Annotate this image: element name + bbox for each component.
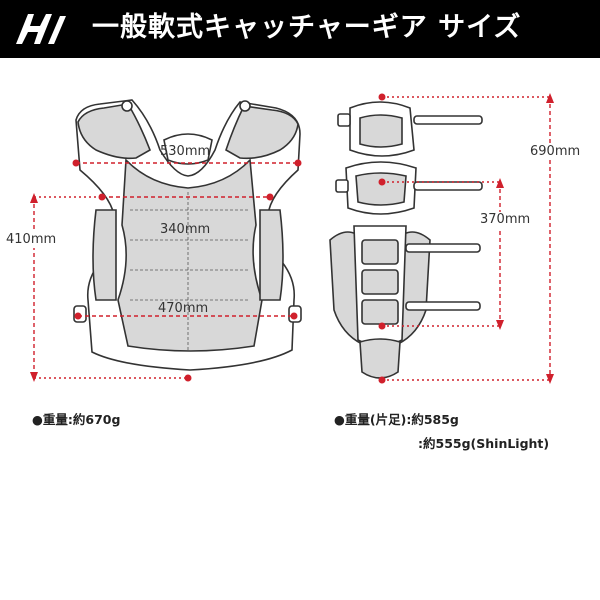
leg-height-total-label: 690mm (530, 144, 581, 160)
chest-width-middle-label: 340mm (160, 222, 211, 237)
leg-dimension-endpoints (378, 93, 554, 384)
chest-stitching (130, 192, 250, 350)
page-title: 一般軟式キャッチャーギア サイズ (92, 12, 522, 43)
leg-weight-text: ●重量(片足):約585g (334, 412, 459, 427)
chest-height-label: 410mm (6, 232, 57, 248)
chest-dimension-endpoints (30, 159, 302, 382)
leg-guard-illustration (329, 101, 483, 379)
chest-width-top-label: 530mm (160, 144, 211, 159)
leg-height-inner-label: 370mm (480, 212, 531, 228)
chest-width-bottom-label: 470mm (158, 301, 209, 316)
header-bar: 一般軟式キャッチャーギア サイズ (0, 0, 600, 58)
chest-weight-text: ●重量:約670g (32, 412, 121, 427)
leg-weight-shinlight-text: :約555g(ShinLight) (418, 436, 550, 451)
hatakeyama-logo-icon (16, 14, 66, 44)
leg-dimension-lines (382, 96, 551, 381)
chest-dimension-lines (33, 162, 298, 379)
